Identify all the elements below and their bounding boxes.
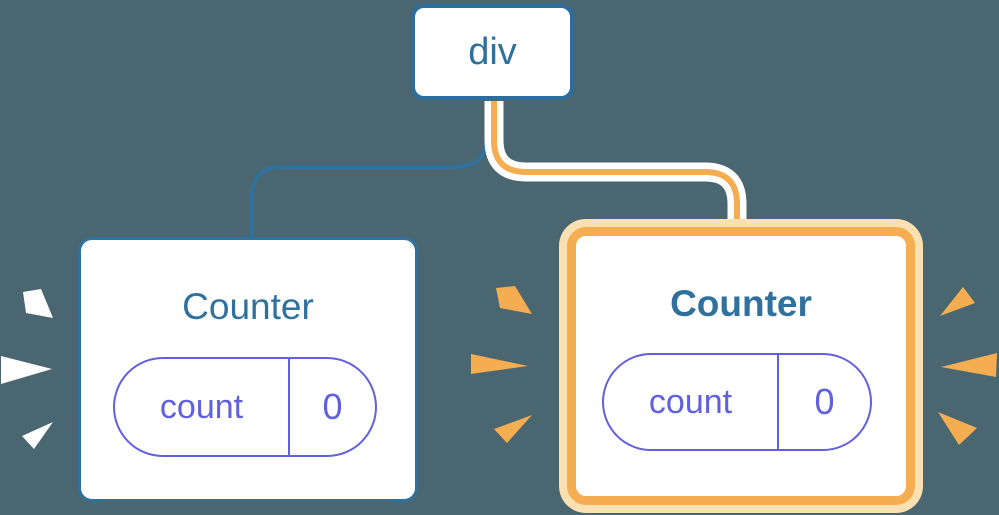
left-counter-rays [1, 289, 53, 449]
root-div-label: div [468, 31, 517, 73]
burst-ray-icon [941, 353, 997, 377]
right-counter-rays-left [471, 286, 532, 443]
edge-root-to-right-counter [491, 101, 740, 226]
burst-ray-icon [494, 415, 532, 443]
burst-ray-icon [938, 412, 977, 445]
counter-card-left: Counter count 0 [78, 237, 418, 502]
root-div-node: div [411, 4, 574, 100]
state-value: 0 [814, 381, 835, 422]
counter-card-right-glow: Counter count 0 [559, 219, 923, 513]
burst-ray-icon [940, 287, 975, 316]
state-name: count [648, 383, 733, 421]
right-counter-rays-right [938, 287, 997, 445]
state-value-cell: 0 [779, 355, 870, 449]
state-name-cell: count [604, 355, 779, 449]
burst-ray-icon [1, 356, 52, 384]
state-name-cell: count [115, 359, 290, 455]
edge-root-to-left-counter [250, 102, 489, 242]
burst-ray-icon [22, 422, 53, 449]
burst-ray-icon [471, 354, 528, 374]
state-name: count [159, 388, 244, 426]
burst-ray-icon [23, 289, 53, 318]
state-value-cell: 0 [290, 359, 375, 455]
state-pill: count 0 [602, 353, 872, 451]
counter-title: Counter [670, 283, 812, 324]
burst-ray-icon [496, 286, 532, 314]
state-pill: count 0 [113, 357, 377, 457]
edge-highlight-casing [484, 101, 747, 226]
state-value: 0 [322, 386, 343, 427]
counter-card-right: Counter count 0 [567, 227, 915, 505]
counter-title: Counter [182, 286, 314, 327]
